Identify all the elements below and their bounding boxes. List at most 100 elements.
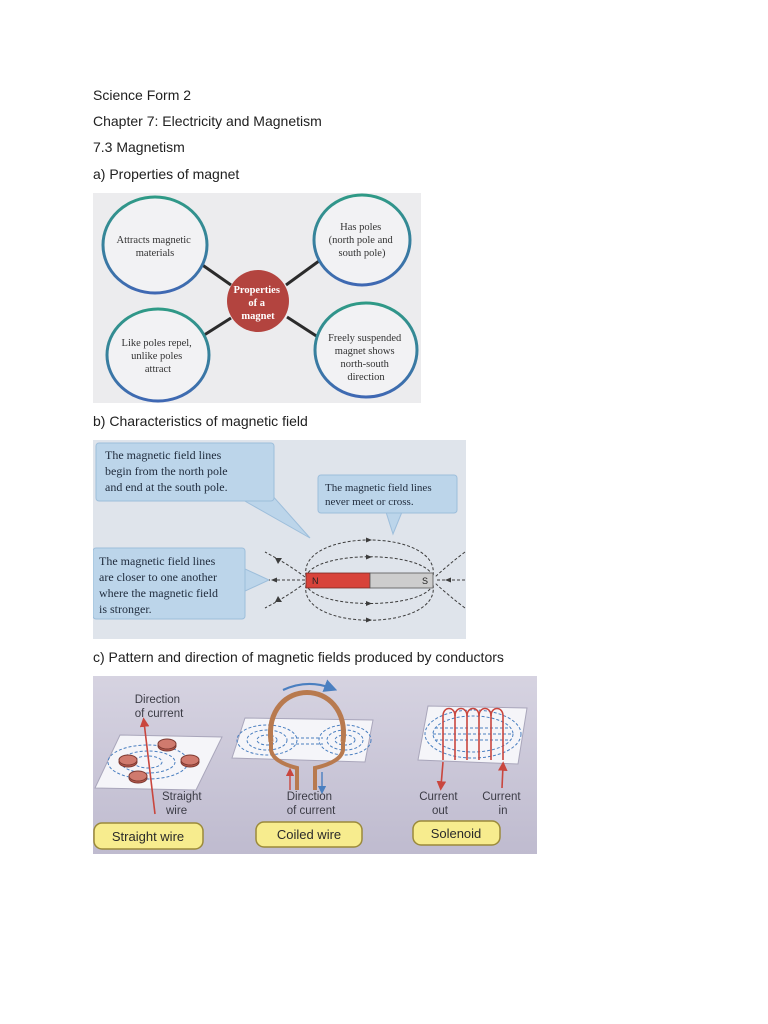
field-ring [432,715,514,753]
label-line: in [499,805,508,817]
south-pole-label: S [422,576,428,586]
callout-box-poles [95,442,275,502]
property-line: south pole) [339,248,386,259]
north-pole-label: N [312,576,319,586]
property-line: Like poles repel, [122,338,192,349]
compasses [118,738,200,784]
callout-line: is stronger. [99,602,152,616]
center-label-line: of a [248,298,265,309]
field-line-bottom-inner [305,583,434,604]
label-line: Direction [287,791,332,803]
coil-turn [490,707,504,760]
property-freely-suspended: Freely suspended magnet shows north-sout… [328,333,404,383]
ring-top-right [312,193,412,287]
chapter-line: Chapter 7: Electricity and Magnetism [93,113,322,129]
straight-wire-panel: Direction of current Straight wire Strai… [93,694,223,850]
property-line: attract [145,364,171,375]
current-out-arrow [436,761,447,791]
coiled-wire-lead-left [269,742,299,790]
connector-lines [200,259,322,341]
coiled-wire-panel: Direction of current Coiled wire [231,679,374,848]
solenoid-current-out-label: Current out [419,791,461,817]
coiled-wire-current-label: Direction of current [287,791,336,817]
property-line: magnet shows [335,346,395,357]
caption-pill-solenoid [412,820,501,846]
magnet-south-half [369,572,434,589]
center-label-line: Properties [233,285,279,296]
property-line: direction [347,372,385,383]
property-attracts: Attracts magnetic materials [117,235,194,259]
label-line: of current [135,708,184,720]
label-line: Current [482,791,521,803]
callout-shapes [93,442,458,620]
callout-box-strength [93,547,246,620]
field-arrow [366,554,372,560]
field-arrow [366,617,372,623]
field-arrow [445,577,451,583]
property-line: Has poles [340,222,381,233]
label-line: Direction [135,694,180,706]
field-line-top-inner [305,556,434,578]
subject-line: Science Form 2 [93,87,192,103]
straight-wire-label: Straight wire [162,791,205,817]
callout-line: The magnetic field lines [105,448,222,462]
field-ring [246,729,288,751]
compass-top [157,738,177,750]
label-line: wire [165,805,187,817]
center-label-line: magnet [241,311,275,322]
solenoid-coil [442,707,504,760]
part-a-heading: a) Properties of magnet [93,166,240,182]
field-arrow [271,577,277,583]
compass-top [180,754,200,766]
field-arrow [366,537,372,543]
compass-top [128,770,148,782]
field-arrows [271,537,451,623]
property-rings [101,193,419,403]
property-line: (north pole and [329,235,394,246]
section-line: 7.3 Magnetism [93,139,185,155]
caption-pill-straight-wire [93,822,204,850]
label-line: out [432,805,449,817]
callout-box-no-cross [317,474,458,514]
connector-bottom-left [200,316,232,339]
caption-pill-coiled-wire [255,821,363,848]
field-arrow [275,558,282,564]
label-line: Straight [162,791,202,803]
property-line: north-south [340,359,389,370]
solenoid-plane [417,705,528,765]
callout-strength-text: The magnetic field lines are closer to o… [99,554,221,616]
center-label: Properties of a magnet [233,285,282,322]
label-line: Current [419,791,458,803]
coiled-wire-loop [268,690,346,743]
callout-line: are closer to one another [99,570,217,584]
callout-line: and end at the south pole. [105,480,228,494]
label-line: of current [287,805,336,817]
part-b-heading: b) Characteristics of magnetic field [93,413,308,429]
field-ring [256,734,278,746]
property-like-poles-repel: Like poles repel, unlike poles attract [122,338,195,375]
callout-line: begin from the north pole [105,464,228,478]
field-line-left-upper [264,551,306,578]
caption-straight-wire: Straight wire [112,829,184,844]
field-ring [424,709,522,759]
property-line: unlike poles [131,351,182,362]
callout-line: The magnetic field lines [99,554,216,568]
field-arrow [366,601,372,606]
straight-wire-current-label: Direction of current [135,694,184,720]
ring-bottom-right [313,301,419,399]
coil-current-direction-arrow [282,679,338,692]
caption-solenoid: Solenoid [431,826,482,841]
compass-top [118,754,138,766]
center-circle [227,270,289,332]
field-arrow [275,596,282,602]
property-line: Freely suspended [328,333,402,344]
field-line-right-lower [434,582,466,609]
solenoid-field-lines [424,709,522,759]
field-line-left-lower [264,582,306,609]
property-has-poles: Has poles (north pole and south pole) [329,222,396,259]
callout-line: The magnetic field lines [325,482,432,494]
property-line: Attracts magnetic [117,235,192,246]
connector-top-left [200,262,232,287]
caption-coiled-wire: Coiled wire [277,827,341,842]
